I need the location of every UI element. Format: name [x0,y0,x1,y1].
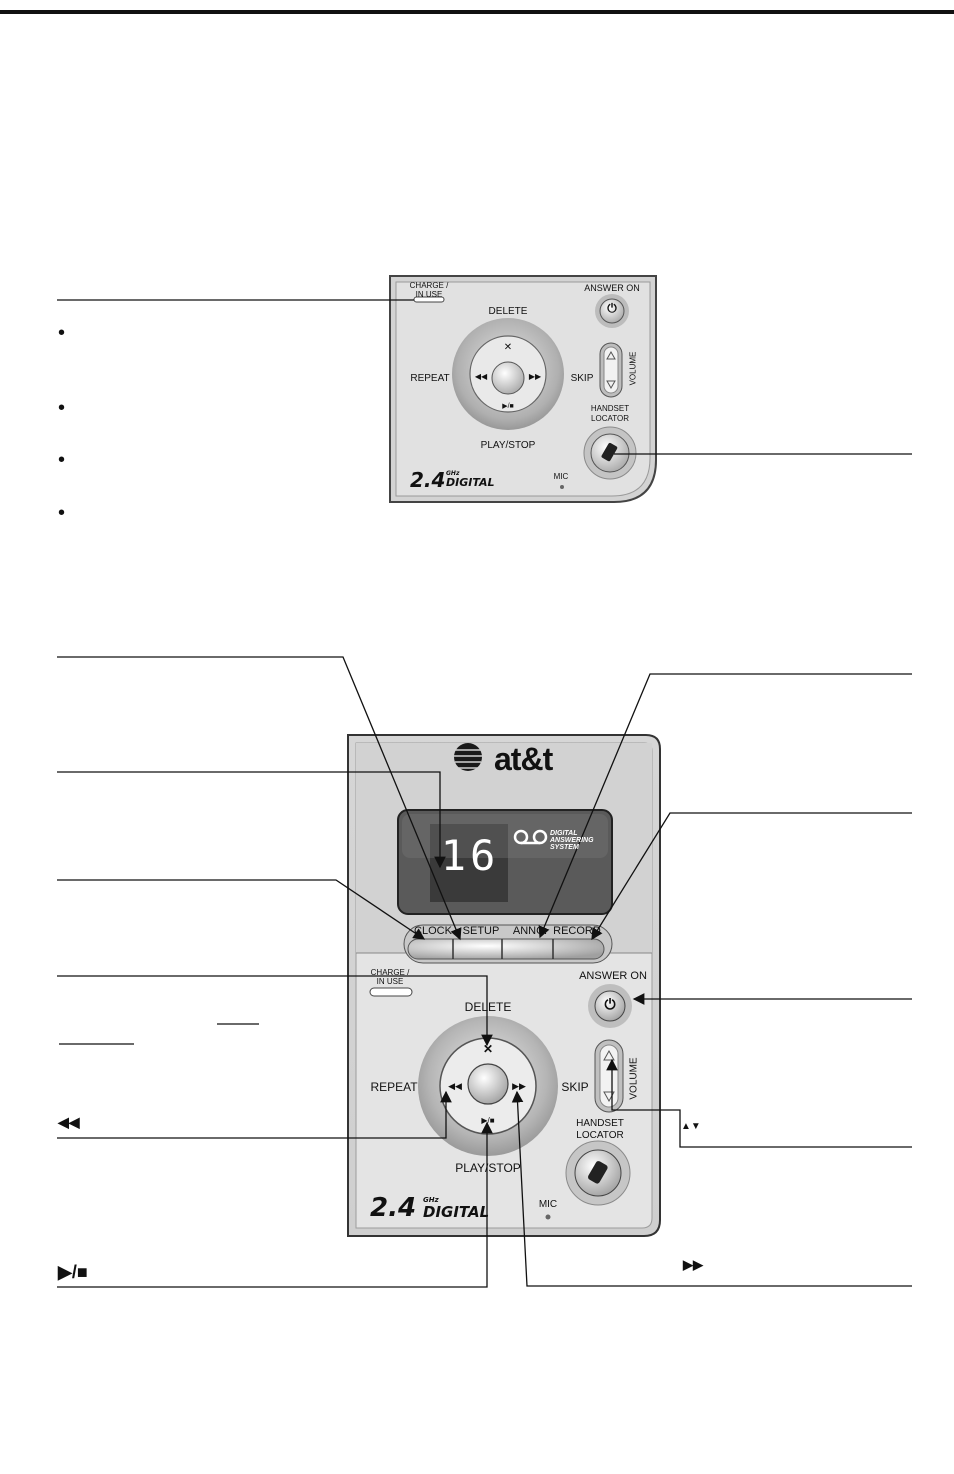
charge-label: CHARGE / IN USE [370,968,410,986]
setup-label: SETUP [462,925,500,937]
answer-on-label: ANSWER ON [584,283,640,293]
fast-forward-icon: ▶▶ [512,1081,526,1091]
bullet: • [58,397,66,419]
fast-forward-icon: ▶▶ [528,372,542,381]
top-diagram [57,275,912,503]
center-button [467,1063,509,1105]
answer-on-label: ANSWER ON [579,970,647,982]
play-stop-icon: ▶/■ [58,1262,88,1282]
fast-forward-icon: ▶▶ [683,1257,703,1272]
das-line2: ANSWERING [550,837,594,844]
center-button [491,361,525,395]
play-stop-icon: ▶/■ [502,403,514,410]
delete-label: DELETE [464,1000,512,1014]
power-icon: ⏻ [607,301,617,315]
das-line3: SYSTEM [550,844,579,851]
display-digits: 16 [440,831,500,880]
play-stop-label: PLAY/STOP [480,440,536,451]
brand-ghz: GHz [423,1196,439,1204]
brand-digital: DIGITAL [446,476,495,489]
delete-label: DELETE [488,306,528,317]
delete-x-icon: ✕ [503,342,513,353]
charge-label: CHARGE / IN USE [409,281,449,299]
clock-label: CLOCK [414,925,452,937]
power-icon: ⏻ [604,996,616,1012]
skip-label: SKIP [570,373,594,384]
repeat-label: REPEAT [410,373,450,384]
record-button[interactable] [554,947,604,972]
brand-ghz: GHz [446,470,460,477]
bottom-diagram [57,656,912,1288]
header-rule [0,10,954,14]
bullet: • [58,322,66,344]
bullet: • [58,449,66,471]
delete-x-icon: ✕ [482,1042,494,1056]
rewind-icon: ◀◀ [474,372,488,381]
brand-digital: DIGITAL [423,1203,490,1221]
mic-label: MIC [553,472,569,481]
mic-label: MIC [538,1199,558,1210]
brand-number: 2.4 [410,468,446,492]
volume-label: VOLUME [628,1057,640,1100]
att-logo-text: at&t [494,741,553,777]
rewind-icon: ◀◀ [58,1114,80,1130]
handset-locator-label: HANDSET LOCATOR [576,1118,624,1141]
play-stop-label: PLAY/STOP [455,1161,521,1175]
record-label: RECORD [553,925,601,937]
das-line1: DIGITAL [550,830,578,837]
volume-arrows-icon: ▲▼ [681,1121,701,1132]
clock-button[interactable] [408,947,453,972]
brand-number: 2.4 [370,1193,417,1223]
setup-button[interactable] [454,947,502,972]
annc-button[interactable] [503,947,553,972]
repeat-label: REPEAT [370,1080,418,1094]
skip-label: SKIP [561,1080,589,1094]
bullet: • [58,502,66,524]
handset-locator-label: HANDSET LOCATOR [590,404,630,423]
annc-label: ANNC. [512,925,548,937]
rewind-icon: ◀◀ [448,1081,462,1091]
volume-label: VOLUME [628,351,638,386]
play-stop-icon: ▶/■ [481,1116,495,1125]
